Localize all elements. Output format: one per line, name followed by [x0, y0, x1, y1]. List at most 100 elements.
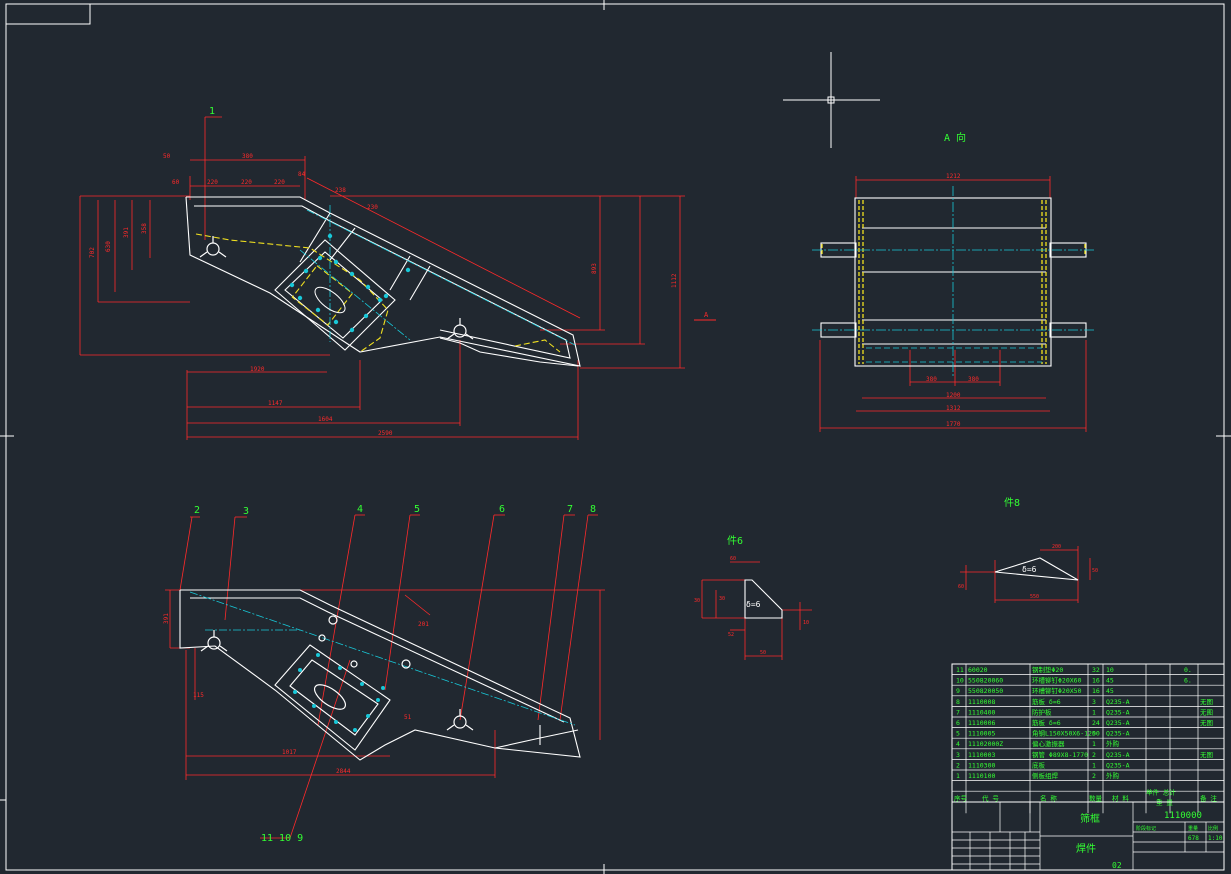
bom-cell-no: 5: [956, 730, 960, 738]
bom-cell-material: 10: [1106, 666, 1114, 674]
bom-cell-qty: 5: [1092, 730, 1096, 738]
dim-label: 380: [242, 153, 253, 160]
dim-label: 84: [298, 171, 306, 178]
dim-label: 2844: [336, 768, 351, 775]
bom-cell-code: 1110005: [968, 730, 995, 738]
bom-cell-name: 角钢L150X50X6-1200: [1032, 729, 1100, 738]
bom-header-weight2: 重 量: [1156, 799, 1173, 807]
top-view-dim-labels: 50 380 60 220 220 220 84 238 230 1920 11…: [89, 153, 678, 437]
dim-label: 230: [367, 204, 378, 211]
part8-detail[interactable]: 件8 200 50 550 60 δ=6: [958, 497, 1098, 603]
bom-header-material: 材 料: [1112, 794, 1129, 803]
bom-cell-name: 钢管 Φ89X8-1770: [1032, 750, 1088, 759]
view-a-dimensions: [819, 176, 1087, 432]
scale-value: 1:10: [1208, 835, 1223, 842]
part6-dim-labels: 60 30 30 52 50 10: [694, 556, 809, 656]
bolt-holes: [293, 653, 385, 732]
side-view-bottom[interactable]: 391 115 1017 2844 51 201: [163, 504, 605, 844]
part6-thickness: δ=6: [746, 600, 761, 609]
dim-label: 60: [172, 179, 180, 186]
bom-cell-code: 550820050: [968, 687, 1003, 695]
part6-outline: [744, 579, 783, 619]
item-balloon-7[interactable]: 7: [567, 504, 573, 515]
drawing-type: 焊件: [1076, 843, 1096, 855]
title-block[interactable]: 1110000 筛框 焊件 阶段标记 重量 比例 678 1:10 02: [951, 801, 1225, 871]
item-balloon-6[interactable]: 6: [499, 504, 505, 515]
item-balloon-4[interactable]: 4: [357, 504, 363, 515]
bom-cell-qty: 24: [1092, 719, 1100, 727]
stage-label: 阶段标记: [1136, 825, 1156, 832]
crosshair-cursor-icon: [783, 52, 880, 148]
dim-label: 893: [591, 263, 598, 274]
dim-label: 391: [123, 227, 130, 238]
title-block-grid: [952, 802, 1224, 870]
bom-cell-code: 1110100: [968, 772, 995, 780]
drawing-number: 1110000: [1164, 811, 1202, 821]
item-balloon-1[interactable]: 1: [209, 106, 215, 117]
dim-label: 1604: [318, 416, 333, 423]
bom-cell-no: 10: [956, 677, 964, 685]
item-balloons-bottom: 2 3 4 5 6 7 8 11 10 9: [194, 504, 596, 844]
title-block-frame: [951, 801, 1225, 871]
item-balloon-11-10-9[interactable]: 11 10 9: [261, 833, 303, 844]
tube-end-icon: [200, 615, 474, 731]
dim-label: 1017: [282, 749, 297, 756]
bom-cell-qty: 3: [1092, 698, 1096, 706]
bom-grid: [951, 664, 1225, 814]
dim-label: 60: [730, 556, 736, 562]
bom-cell-qty: 1: [1092, 740, 1096, 748]
dim-label: 358: [141, 223, 148, 234]
dim-label: 2590: [378, 430, 393, 437]
dim-label: 1147: [268, 400, 283, 407]
bom-cell-name: 环槽铆钉Φ20X60: [1032, 676, 1082, 685]
view-a-centerlines: [812, 186, 1094, 378]
bom-cell-code: 1110003: [968, 751, 995, 759]
bom-cell-note: 无图: [1200, 708, 1213, 716]
dim-label: 60: [958, 584, 964, 590]
item-balloon-2[interactable]: 2: [194, 505, 200, 516]
bom-cell-code: 1110008: [968, 698, 995, 706]
bom-cell-qty: 1: [1092, 761, 1096, 769]
dim-label: 50: [760, 650, 766, 656]
bom-cell-material: 外购: [1106, 771, 1120, 780]
part8-dim-labels: 200 50 550 60: [958, 544, 1098, 600]
bom-cell-material: 45: [1106, 677, 1114, 685]
bom-cell-no: 2: [956, 761, 960, 769]
top-view-dimensions: [79, 116, 685, 440]
bom-cell-no: 3: [956, 751, 960, 759]
bom-cell-no: 6: [956, 719, 960, 727]
dim-label: 115: [193, 692, 204, 699]
dim-label: 380: [926, 376, 937, 383]
bom-cell-code: 11102000Z: [968, 740, 1003, 748]
flange-slot: [314, 286, 346, 314]
bom-cell-code: 1110300: [968, 761, 995, 769]
part6-detail[interactable]: 件6 60 30 30 52 50 10 δ=6: [694, 535, 812, 660]
bom-header-code: 代 号: [982, 794, 999, 803]
view-a[interactable]: A 向 1212 380 380 1200 1312 1770: [812, 131, 1094, 432]
bom-cell-no: 8: [956, 698, 960, 706]
side-view-top[interactable]: 50 380 60 220 220 220 84 238 230 1920 11…: [79, 106, 716, 440]
bom-cell-qty: 16: [1092, 687, 1100, 695]
bom-cell-material: Q235-A: [1106, 719, 1130, 727]
bom-cell-material: Q235-A: [1106, 751, 1130, 759]
bom-header-note: 备 注: [1200, 794, 1217, 803]
weight-value: 678: [1188, 835, 1199, 842]
drawing-name: 筛框: [1080, 812, 1100, 825]
item-balloon-8[interactable]: 8: [590, 504, 596, 515]
top-view-hidden-lines: [195, 233, 561, 353]
bom-cell-weight: 0.: [1184, 666, 1192, 674]
bom-header-name: 名 称: [1040, 794, 1057, 803]
dim-label: 380: [968, 376, 979, 383]
bom-cell-note: 无图: [1200, 751, 1213, 759]
dim-label: 550: [1030, 594, 1039, 600]
item-balloon-5[interactable]: 5: [414, 504, 420, 515]
top-view-centerlines: [299, 205, 576, 346]
dim-label: 201: [418, 621, 429, 628]
item-balloon-3[interactable]: 3: [243, 506, 249, 517]
bom-cell-qty: 2: [1092, 772, 1096, 780]
bom-cell-material: Q235-A: [1106, 761, 1130, 769]
dim-label: 1312: [946, 405, 961, 412]
